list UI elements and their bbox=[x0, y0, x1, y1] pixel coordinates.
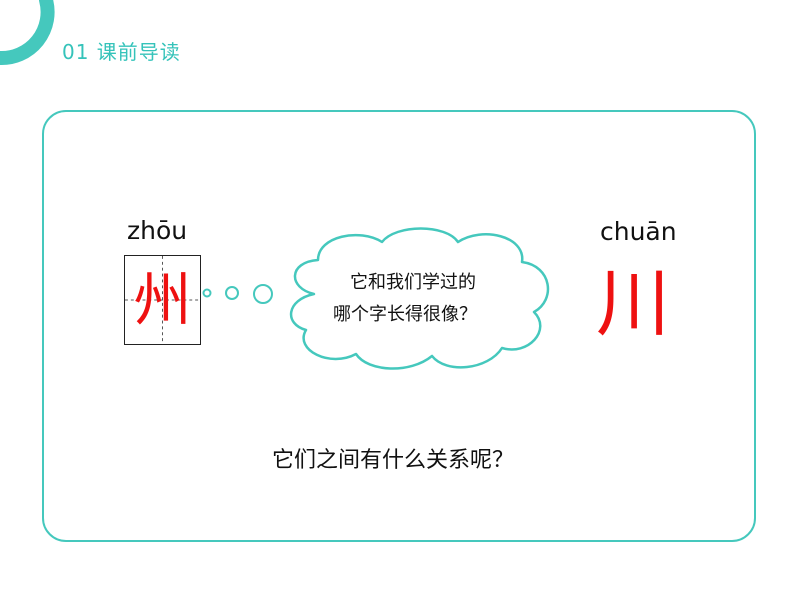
thought-bubble bbox=[202, 227, 550, 370]
tian-zi-grid bbox=[124, 255, 201, 345]
character-zhou: 州 bbox=[133, 266, 192, 334]
section-title: 01 课前导读 bbox=[62, 40, 181, 64]
corner-ring-decoration bbox=[0, 0, 55, 66]
pinyin-chuan: chuān bbox=[600, 217, 677, 246]
question-text: 它们之间有什么关系呢？ bbox=[272, 448, 515, 473]
character-chuan: 川 bbox=[596, 261, 670, 347]
bubble-text-line1: 它和我们学过的 bbox=[350, 272, 476, 293]
pinyin-zhou: zhōu bbox=[127, 216, 188, 245]
bubble-text-line2: 哪个字长得很像？ bbox=[333, 304, 477, 325]
